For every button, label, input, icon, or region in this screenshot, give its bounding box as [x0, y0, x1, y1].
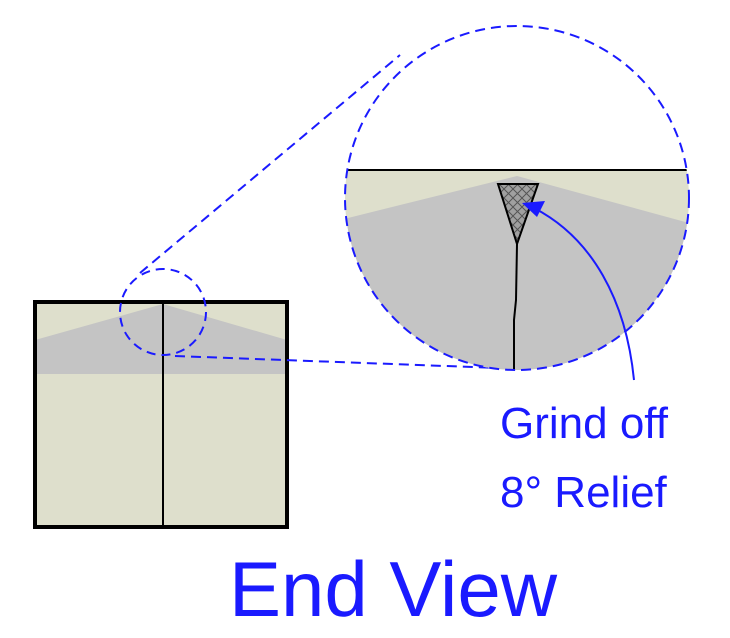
annotation-line-1: Grind off: [500, 399, 669, 448]
leader-line-bottom: [174, 355, 501, 369]
block-outline: [33, 300, 289, 529]
annotation-arrowhead: [522, 201, 545, 217]
annotation-arrow-line: [533, 207, 635, 381]
detail-marker-circle: [119, 268, 207, 356]
end-view-block: [33, 300, 289, 529]
detail-circle-outline: [344, 25, 690, 371]
leader-line-top: [139, 54, 401, 274]
relief-notch-hatched: [496, 183, 540, 248]
annotation-line-2: 8° Relief: [500, 468, 668, 517]
diagram-title: End View: [229, 545, 558, 633]
detail-split-line: [513, 243, 518, 370]
bevel-shadow: [35, 304, 287, 374]
